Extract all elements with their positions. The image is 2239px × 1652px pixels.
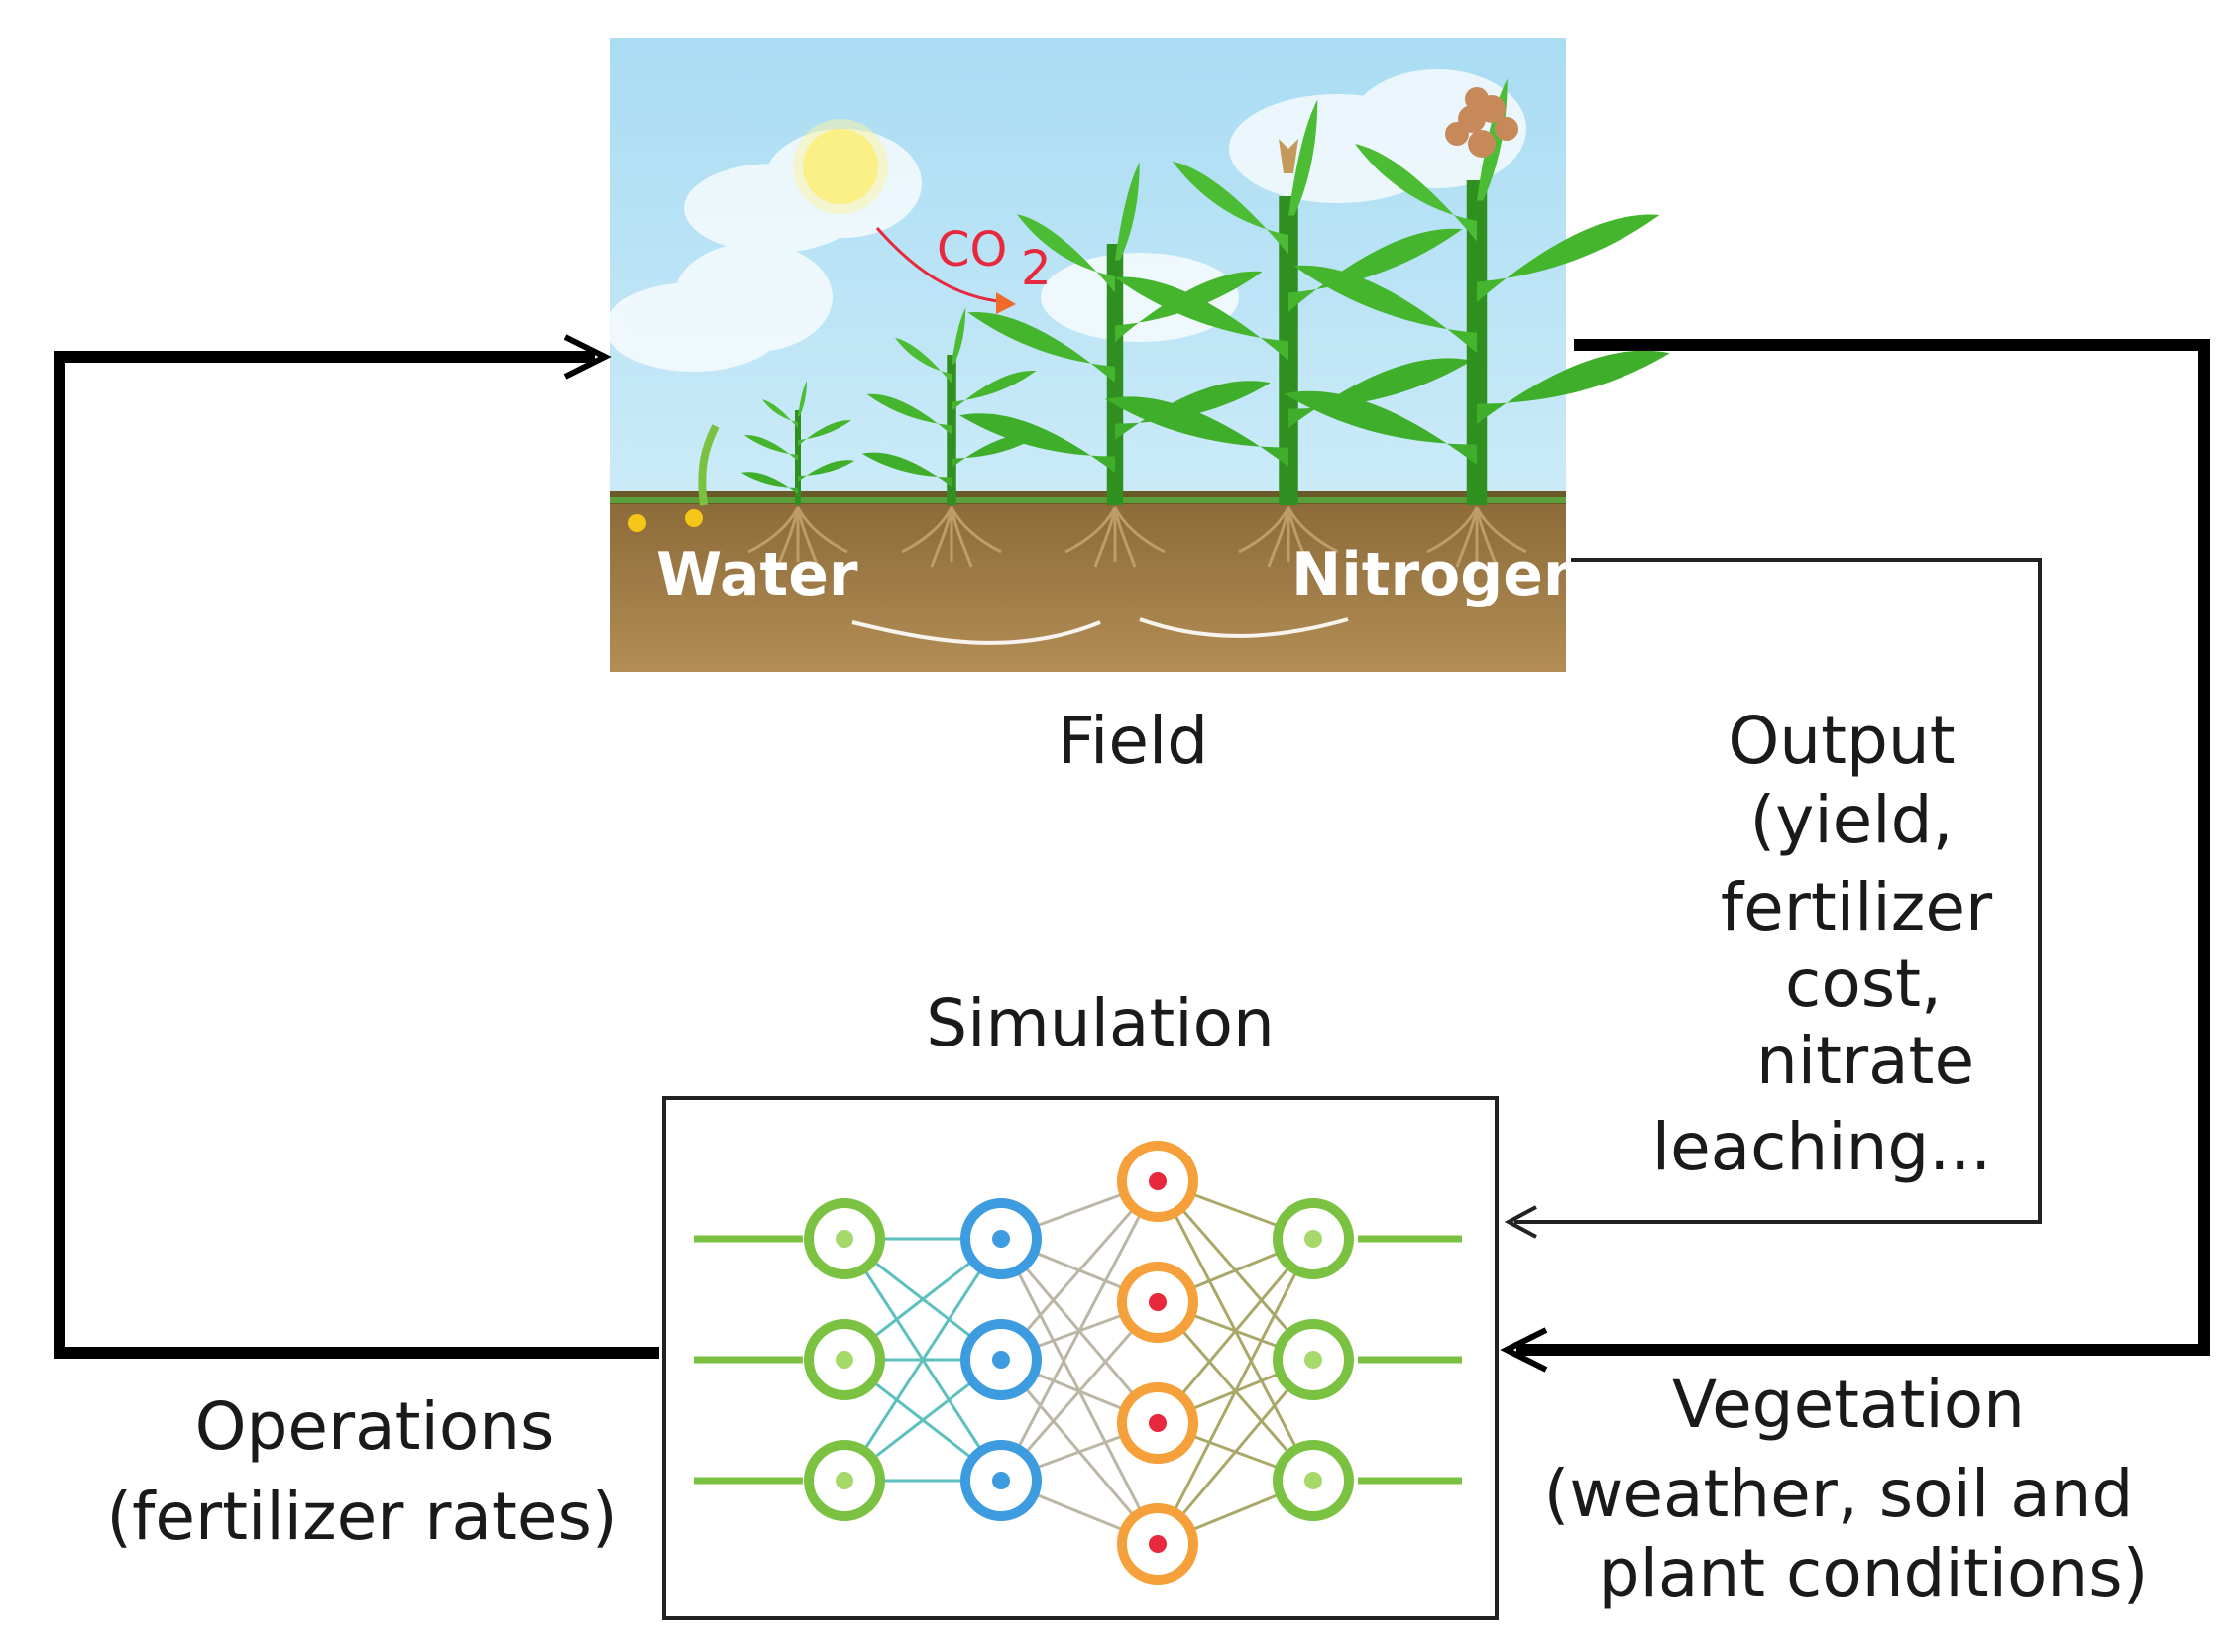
sun-icon bbox=[793, 119, 888, 214]
output-line-5: nitrate bbox=[1756, 1023, 1974, 1099]
vegetation-label: Vegetation (weather, soil and plant cond… bbox=[1544, 1367, 2149, 1611]
output-line-2: (yield, bbox=[1750, 782, 1954, 858]
water-label: Water bbox=[656, 540, 858, 609]
nitrogen-label: Nitrogen bbox=[1291, 540, 1586, 609]
co2-label: CO bbox=[937, 222, 1007, 277]
svg-text:CO: CO bbox=[937, 222, 1007, 277]
co2-subscript: 2 bbox=[1021, 241, 1052, 296]
output-label: Output (yield, fertilizer cost, nitrate … bbox=[1652, 703, 1993, 1185]
output-line-3: fertilizer bbox=[1721, 869, 1993, 945]
operations-label: Operations (fertilizer rates) bbox=[106, 1388, 616, 1555]
output-line-6: leaching... bbox=[1652, 1109, 1992, 1185]
operations-arrow bbox=[59, 357, 659, 1353]
vegetation-line-3: plant conditions) bbox=[1599, 1535, 2149, 1611]
field-label: Field bbox=[1058, 703, 1208, 779]
field-illustration: CO 2 Water Nitrogen bbox=[605, 38, 1670, 672]
output-line-4: cost, bbox=[1785, 945, 1942, 1022]
operations-line-2: (fertilizer rates) bbox=[106, 1479, 616, 1555]
operations-line-1: Operations bbox=[195, 1388, 555, 1465]
vegetation-line-2: (weather, soil and bbox=[1544, 1456, 2134, 1532]
output-line-1: Output bbox=[1728, 703, 1955, 779]
vegetation-line-1: Vegetation bbox=[1672, 1367, 2025, 1443]
simulation-label: Simulation bbox=[926, 985, 1275, 1061]
